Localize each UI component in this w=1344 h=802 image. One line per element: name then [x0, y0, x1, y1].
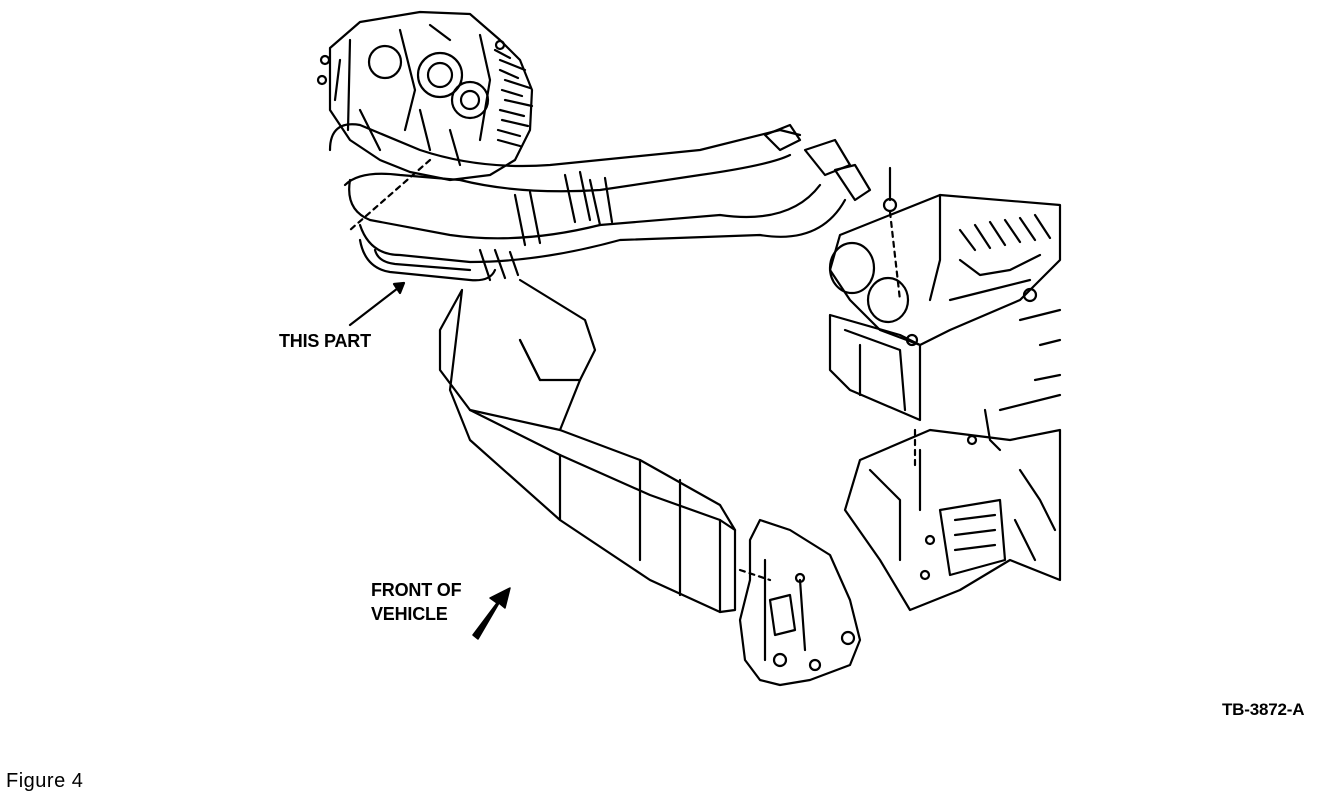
this-part-callout: THIS PART — [279, 331, 371, 351]
heater-hoses — [328, 123, 872, 282]
front-direction-arrow — [472, 587, 511, 640]
firewall-bracket — [738, 518, 862, 687]
front-of-vehicle-label-line1: FRONT OF — [371, 580, 462, 600]
heater-core-assembly — [316, 10, 534, 182]
plenum-housing — [828, 166, 1062, 422]
callout-lines — [348, 158, 772, 582]
illustration-reference-code: TB-3872-A — [1222, 700, 1305, 719]
heater-duct — [438, 278, 737, 614]
figure-caption: Figure 4 — [6, 770, 84, 792]
evaporator-case — [843, 408, 1062, 612]
front-of-vehicle-label-line2: VEHICLE — [371, 604, 448, 624]
